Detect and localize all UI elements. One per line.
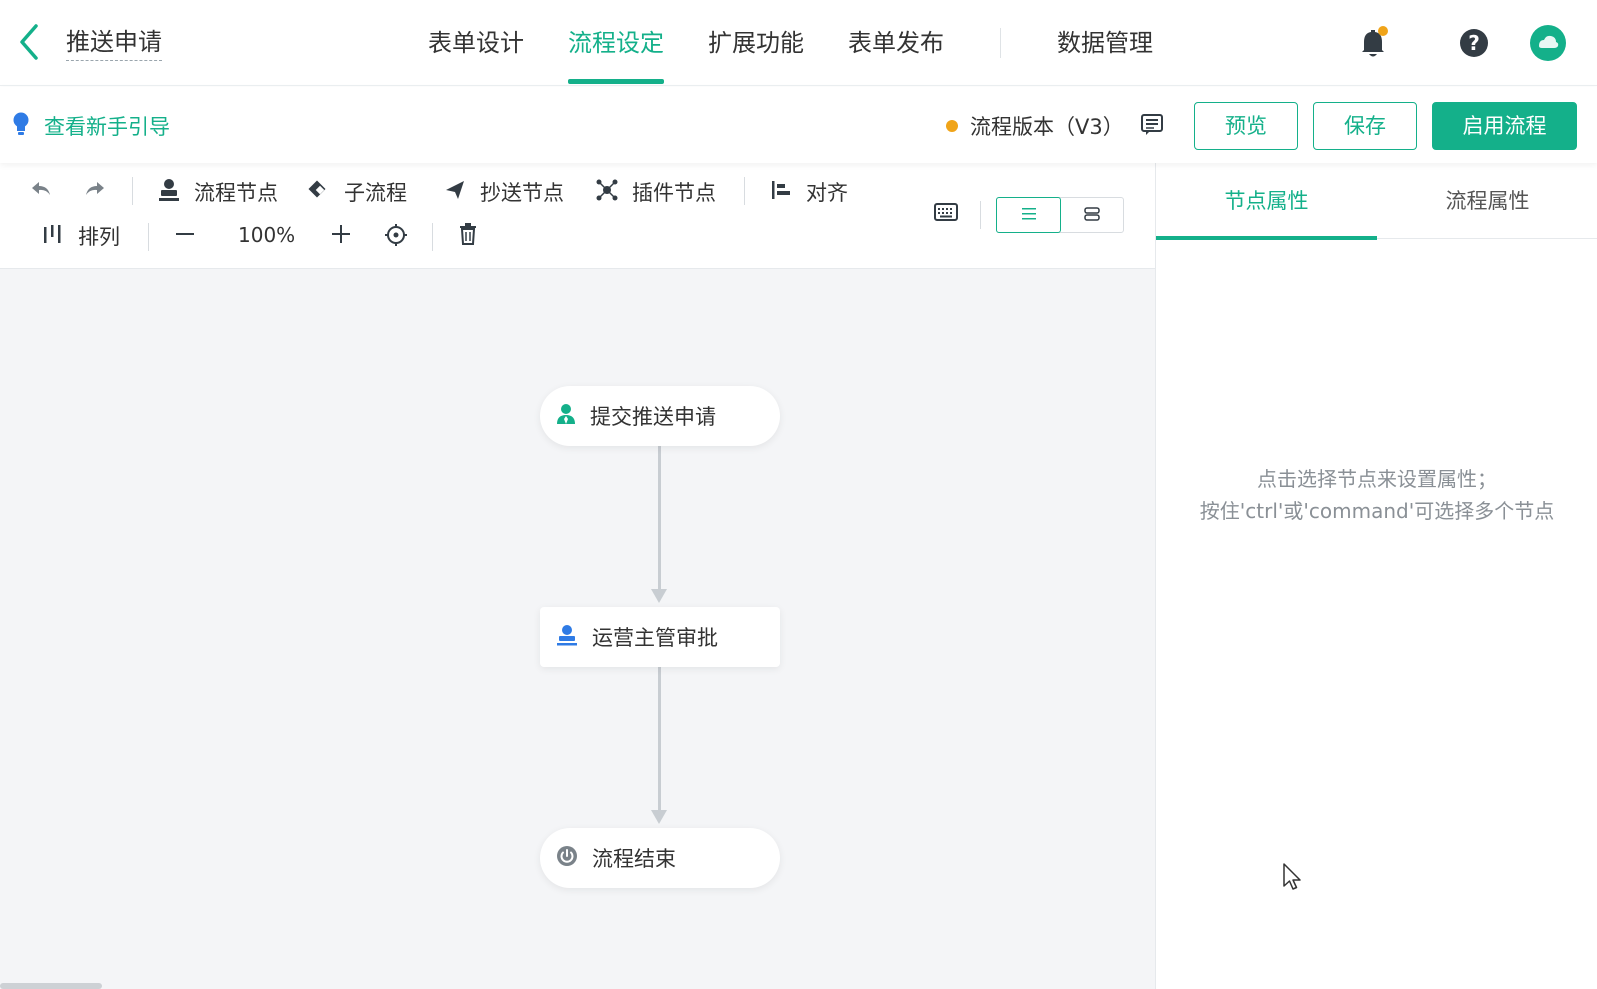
back-arrow-icon[interactable] [14,22,44,62]
guide-label: 查看新手引导 [44,115,170,139]
list-icon [1020,206,1038,225]
toolbar-separator [432,223,433,251]
node-label: 提交推送申请 [590,405,716,429]
tab-flow-settings[interactable]: 流程设定 [568,0,664,86]
tab-data-management[interactable]: 数据管理 [1057,29,1153,57]
zoom-out-button[interactable] [174,223,196,249]
edge-arrow [651,589,667,603]
help-icon[interactable]: ? [1460,29,1488,57]
add-flow-node-button[interactable]: 流程节点 [158,177,278,207]
stamp-icon [556,624,578,650]
plugin-icon [596,179,618,205]
flow-canvas[interactable]: 提交推送申请 运营主管审批 流程结束 [0,269,1155,989]
properties-panel: 节点属性 流程属性 点击选择节点来设置属性； 按住'ctrl'或'command… [1155,163,1597,989]
top-navbar: 推送申请 表单设计 流程设定 扩展功能 表单发布 数据管理 ? [0,0,1597,86]
plus-icon [330,223,352,249]
add-plugin-node-button[interactable]: 插件节点 [596,177,716,207]
main-tabs: 表单设计 流程设定 扩展功能 表单发布 数据管理 [428,0,1197,86]
enable-flow-button[interactable]: 启用流程 [1432,102,1577,150]
save-button[interactable]: 保存 [1313,102,1417,150]
bell-icon[interactable] [1356,26,1390,60]
flow-node-end[interactable]: 流程结束 [540,828,780,888]
minus-icon [174,223,196,249]
toolbar-separator [148,223,149,251]
arrange-icon [42,223,64,249]
flow-node-approval[interactable]: 运营主管审批 [540,607,780,667]
version-status-dot [946,120,958,132]
cc-node-label: 抄送节点 [480,181,564,205]
form-title[interactable]: 推送申请 [66,26,162,61]
version-label: 流程版本（V3） [970,115,1124,139]
add-subflow-button[interactable]: 子流程 [306,177,407,207]
empty-selection-hint: 点击选择节点来设置属性； 按住'ctrl'或'command'可选择多个节点 [1156,463,1597,527]
card-view-button[interactable] [1060,198,1123,232]
card-list-icon [1083,206,1101,225]
flow-node-label: 流程节点 [194,181,278,205]
action-bar: 查看新手引导 流程版本（V3） 预览 保存 启用流程 [0,87,1597,163]
keyboard-shortcuts-button[interactable] [934,203,958,225]
redo-icon [84,179,106,203]
tab-extensions[interactable]: 扩展功能 [708,29,804,57]
flow-editor: 流程节点 子流程 抄送节点 [0,163,1155,989]
flow-version[interactable]: 流程版本（V3） [946,111,1124,141]
node-label: 运营主管审批 [592,626,718,650]
edge-arrow [651,810,667,824]
crosshair-icon [384,223,408,251]
power-icon [556,845,578,871]
zoom-level: 100% [238,223,296,247]
redo-button[interactable] [84,179,106,203]
keyboard-icon [934,203,958,225]
zoom-in-button[interactable] [330,223,352,249]
guide-link[interactable]: 查看新手引导 [12,111,170,141]
undo-button[interactable] [30,179,52,203]
hint-line-1: 点击选择节点来设置属性； [1257,467,1497,491]
flow-node-start[interactable]: 提交推送申请 [540,386,780,446]
stamp-icon [158,178,180,206]
comment-icon[interactable] [1140,113,1164,137]
arrange-button[interactable]: 排列 [42,221,120,251]
send-icon [444,179,466,205]
toolbar-separator [132,177,133,205]
view-mode-toggle [996,197,1124,233]
add-cc-node-button[interactable]: 抄送节点 [444,177,564,207]
lightbulb-icon [12,111,30,141]
person-icon [556,403,576,429]
tab-form-publish[interactable]: 表单发布 [848,29,944,57]
flow-edge[interactable] [658,667,661,817]
flow-edge[interactable] [658,446,661,596]
tab-flow-properties[interactable]: 流程属性 [1445,189,1530,213]
preview-button[interactable]: 预览 [1194,102,1298,150]
undo-icon [30,179,52,203]
plugin-node-label: 插件节点 [632,181,716,205]
align-button[interactable]: 对齐 [770,177,848,207]
avatar[interactable] [1530,25,1566,61]
align-label: 对齐 [806,181,848,205]
horizontal-scrollbar[interactable] [0,983,102,989]
mouse-cursor-icon [1282,862,1304,892]
delete-button[interactable] [458,223,478,249]
locate-center-button[interactable] [384,223,408,251]
node-label: 流程结束 [592,847,676,871]
tab-node-properties[interactable]: 节点属性 [1156,163,1377,240]
subflow-icon [306,178,330,206]
trash-icon [458,223,478,249]
toolbar-separator [744,177,745,205]
subflow-label: 子流程 [344,181,407,205]
properties-tabs: 节点属性 流程属性 [1156,163,1597,240]
arrange-label: 排列 [78,225,120,249]
hint-line-2: 按住'ctrl'或'command'可选择多个节点 [1199,499,1555,523]
toolbar-separator [980,201,981,229]
editor-toolbar: 流程节点 子流程 抄送节点 [0,163,1155,269]
tab-divider [1000,28,1001,58]
list-view-button[interactable] [996,197,1061,233]
align-left-icon [770,179,792,205]
tab-form-design[interactable]: 表单设计 [428,29,524,57]
